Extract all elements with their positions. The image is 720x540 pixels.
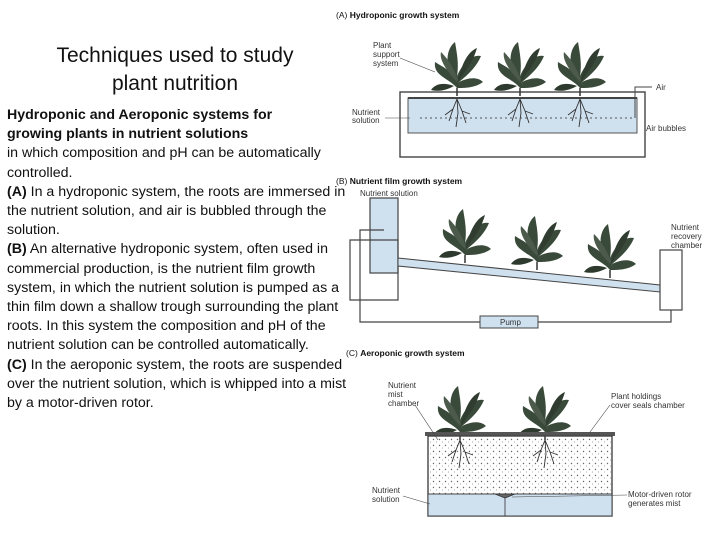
- description-text: Hydroponic and Aeroponic systems for gro…: [7, 106, 357, 413]
- panel-b-pump-label: Pump: [500, 318, 521, 327]
- panel-c-rotor: [494, 493, 516, 516]
- panel-b-plant-3: [583, 223, 637, 279]
- panel-b-nutrient-film: (B) Nutrient film growth system Nutrient…: [336, 176, 702, 329]
- panel-a-plant-3: [553, 41, 607, 97]
- panel-b-label: (B) Nutrient film growth system: [336, 176, 463, 186]
- panel-a-air-bubbles-label: Air bubbles: [646, 124, 686, 133]
- title-line-1: Techniques used to study: [56, 44, 294, 67]
- panel-a-outer-tank: [399, 91, 646, 158]
- body-paragraph-b: (B) An alternative hydroponic system, of…: [7, 241, 339, 354]
- slide-title: Techniques used to study plant nutrition: [10, 42, 340, 98]
- panel-c-cover: [425, 432, 615, 436]
- panel-b-plant-1: [438, 208, 492, 264]
- panel-c-label: (C) Aeroponic growth system: [346, 348, 465, 358]
- title-line-2: plant nutrition: [111, 72, 239, 95]
- panel-c-plant-1: [433, 385, 487, 441]
- panel-b-reservoir: [369, 197, 399, 274]
- panel-c-plant-2: [518, 385, 572, 441]
- body-paragraph-a: (A) In a hydroponic system, the roots ar…: [7, 183, 346, 239]
- panel-a-plant-1: [430, 41, 484, 97]
- panel-a-plant-2: [493, 41, 547, 97]
- panel-a-air-label: Air: [656, 83, 666, 92]
- panel-b-stand: [349, 239, 399, 301]
- body-paragraph-c: (C) In the aeroponic system, the roots a…: [7, 356, 347, 412]
- panel-b-solution-label: Nutrient solution: [360, 189, 418, 198]
- subtitle-line-1: Hydroponic and Aeroponic systems for: [7, 107, 273, 123]
- body-paragraph-0: in which composition and pH can be autom…: [7, 145, 321, 181]
- panel-a-label: (A) Hydroponic growth system: [336, 10, 460, 20]
- panel-b-plant-2: [510, 215, 564, 271]
- panel-c-solution: [427, 493, 613, 517]
- panel-a-solution: [407, 97, 638, 134]
- panel-b-recovery-chamber: [659, 249, 683, 311]
- subtitle-line-2: growing plants in nutrient solutions: [7, 126, 249, 143]
